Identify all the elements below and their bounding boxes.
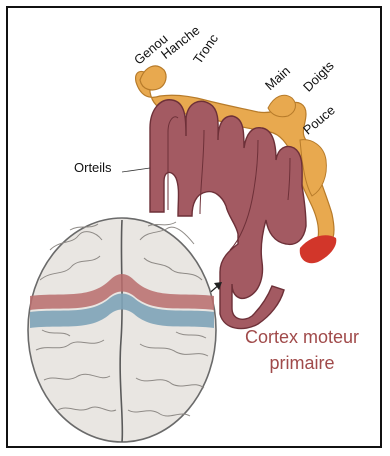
title-line-2: primaire (222, 350, 382, 376)
brain (28, 218, 216, 442)
figure-title: Cortex moteur primaire (222, 324, 382, 376)
title-line-1: Cortex moteur (222, 324, 382, 350)
orteils-leader (122, 168, 150, 172)
tongue-shape (300, 235, 337, 263)
label-orteils: Orteils (74, 160, 112, 175)
